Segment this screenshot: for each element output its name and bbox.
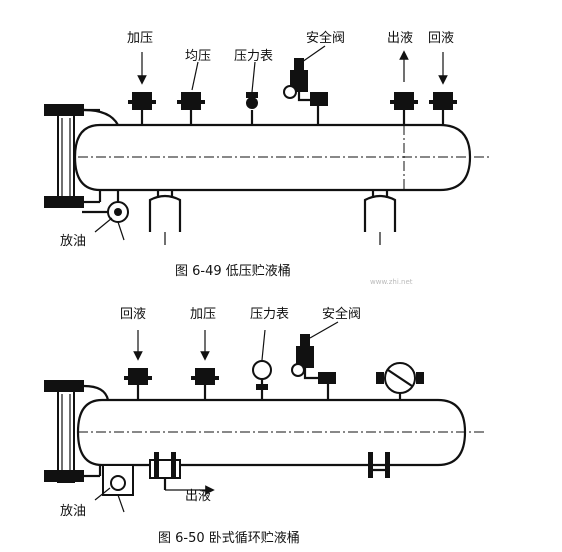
pressure-gauge-valve	[246, 92, 258, 125]
safety-valve	[283, 58, 328, 125]
saddle-support-left	[148, 190, 182, 245]
label-liquid-return: 回液	[428, 31, 454, 46]
caption-6-50: 图 6-50 卧式循环贮液桶	[158, 531, 300, 546]
leader-safety-2	[309, 321, 339, 339]
liquid-return-valve-2	[124, 368, 152, 400]
leader-equalize	[191, 61, 199, 91]
label-pressurize-2: 加压	[190, 307, 216, 322]
support-foot-right	[368, 452, 390, 478]
saddle-support-right	[363, 190, 397, 245]
figure-6-50: 回液 加压 压力表 安全阀 放油 出液 图 6-50 卧式循环贮液桶	[44, 306, 485, 546]
label-safety-valve: 安全阀	[306, 30, 345, 46]
watermark: www.zhi.net	[370, 278, 413, 286]
leader-oil-drain-2	[94, 487, 111, 501]
leader-oil-drain	[94, 217, 113, 233]
label-pressure-gauge: 压力表	[234, 49, 273, 64]
pressure-gauge-2	[252, 360, 272, 400]
caption-6-49: 图 6-49 低压贮液桶	[175, 264, 291, 279]
leader-safety	[301, 45, 326, 63]
oil-drain-pot-2	[102, 464, 134, 513]
label-liquid-return-2: 回液	[120, 307, 146, 322]
liquid-out-pipe	[149, 452, 181, 490]
leader-gauge-2	[261, 329, 266, 361]
label-pressurize: 加压	[127, 31, 153, 46]
equalize-valve	[177, 92, 205, 125]
figure-6-49: 加压 均压 压力表 安全阀 出液 回液 放油 图 6-49 低压贮液桶 www.…	[44, 30, 490, 286]
label-equalize: 均压	[185, 49, 211, 64]
label-oil-drain-2: 放油	[60, 504, 86, 519]
liquid-return-valve	[429, 92, 457, 125]
label-oil-drain: 放油	[60, 234, 86, 249]
label-pressure-gauge-2: 压力表	[250, 307, 289, 322]
label-safety-valve-2: 安全阀	[322, 306, 361, 322]
liquid-out-valve	[390, 92, 418, 190]
pressurize-valve	[128, 92, 156, 125]
safety-valve-2	[291, 334, 336, 400]
leader-gauge	[251, 61, 256, 93]
level-gauge-column-2	[44, 380, 110, 483]
circulation-inlet	[376, 362, 424, 400]
pressurize-valve-2	[191, 368, 219, 400]
level-gauge-column	[44, 104, 119, 208]
tank-body-low-pressure	[60, 123, 490, 192]
tank-body-horizontal-circulation	[60, 398, 485, 467]
label-liquid-out-2: 出液	[185, 489, 211, 504]
label-liquid-out: 出液	[387, 31, 413, 46]
oil-drain-pot	[82, 190, 129, 241]
